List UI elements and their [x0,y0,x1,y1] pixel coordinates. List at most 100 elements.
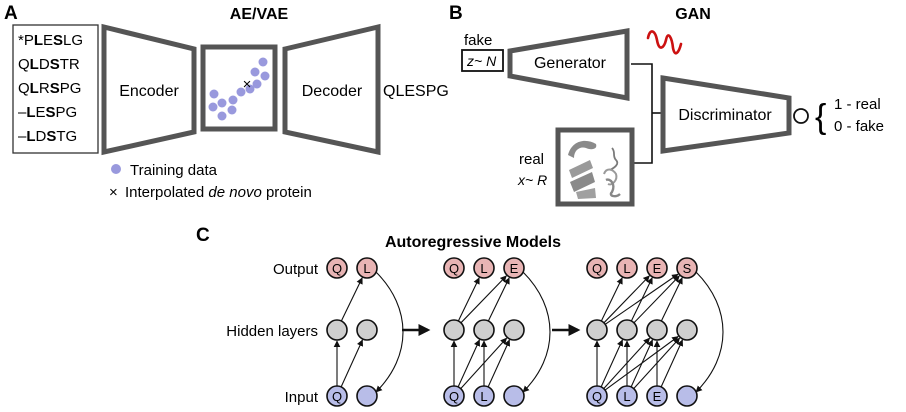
input-node [326,385,348,407]
encoder-trapezoid [101,23,197,156]
output-node [473,257,495,279]
sequence-line: –LESPG [18,104,77,121]
training-point [250,67,260,77]
training-point [217,111,227,121]
panel-a-letter: A [4,3,18,24]
input-node [443,385,465,407]
real-dist-label: x~ R [517,172,547,188]
training-point [252,79,262,89]
autoregressive-edges [333,271,724,393]
output-fake-label: 0 - fake [834,118,884,135]
output-node-label: Q [449,261,459,276]
training-point [260,71,270,81]
panel-c-title: Autoregressive Models [385,234,561,251]
panel-b: B GAN fake z~ N Generator Discriminator … [449,3,884,207]
discriminator-output-node [793,108,809,124]
edge [660,277,683,322]
output-node-label: S [683,261,692,276]
edge [460,337,508,389]
input-node-label: E [653,389,662,404]
output-node-label: E [510,261,519,276]
protein-structure [605,178,621,198]
output-node [503,257,525,279]
input-node-label: L [480,389,487,404]
protein-structure [570,172,595,192]
row-label-output: Output [273,261,319,278]
edge [604,336,679,391]
panel-a: A AE/VAE *PLESLGQLDSTRQLRSPG–LESPG–LDSTG… [4,3,449,201]
row-label-hidden: Hidden layers [226,323,318,340]
edge [633,275,680,324]
edge [487,339,510,388]
input-node [646,385,668,407]
edge [633,337,681,389]
hidden-node [646,319,668,341]
edge [460,275,507,324]
panel-a-title: AE/VAE [230,6,289,23]
output-node-label: L [480,261,487,276]
output-node [356,257,378,279]
training-point [217,98,227,108]
sequence-line: –LDSTG [18,128,77,145]
training-point [236,87,246,97]
legend-interpolated-marker: × [109,184,118,201]
panel-b-letter: B [449,3,463,24]
output-brace: { [815,98,826,136]
hidden-node [326,319,348,341]
output-real-label: 1 - real [834,96,881,113]
protein-structure [569,160,593,178]
output-node-label: L [623,261,630,276]
protein-structure [609,147,619,171]
edge [600,339,623,388]
noise-box [461,49,504,72]
discriminator-trapezoid [660,75,792,154]
output-node-label: L [363,261,370,276]
output-node [676,257,698,279]
edge [660,339,683,388]
input-node-label: Q [332,389,342,404]
edge [603,275,650,324]
training-point [228,95,238,105]
input-node [616,385,638,407]
hidden-node [356,319,378,341]
sequence-line: QLRSPG [18,80,81,97]
output-node [586,257,608,279]
legend-interpolated-label: Interpolated de novo protein [125,184,312,201]
sequence-box [12,24,99,154]
input-node-label: L [623,389,630,404]
protein-structure [603,168,618,186]
interpolated-point: × [243,76,252,93]
input-node [356,385,378,407]
edge [340,277,363,322]
edge [457,277,480,322]
training-point [258,57,268,67]
noise-label: z~ N [466,53,497,69]
output-node [326,257,348,279]
edge [340,339,363,388]
output-node [646,257,668,279]
sequence-line: QLDSTR [18,56,80,73]
real-structures-box [555,127,635,207]
fake-label: fake [464,32,492,49]
hidden-node [503,319,525,341]
real-label: real [519,151,544,168]
protein-structure [576,188,596,199]
generator-label: Generator [534,55,607,72]
output-sequence: QLESPG [383,83,449,100]
training-point [208,102,218,112]
output-node [443,257,465,279]
panel-b-title: GAN [675,6,711,23]
legend-training-marker [111,164,121,174]
row-label-input: Input [285,389,319,406]
output-node [616,257,638,279]
protein-structure [568,140,597,158]
input-node [586,385,608,407]
hidden-node [676,319,698,341]
training-point [209,89,219,99]
input-node [503,385,525,407]
hidden-node [473,319,495,341]
training-point [227,105,237,115]
hidden-node [616,319,638,341]
feedback-edge [695,271,724,393]
